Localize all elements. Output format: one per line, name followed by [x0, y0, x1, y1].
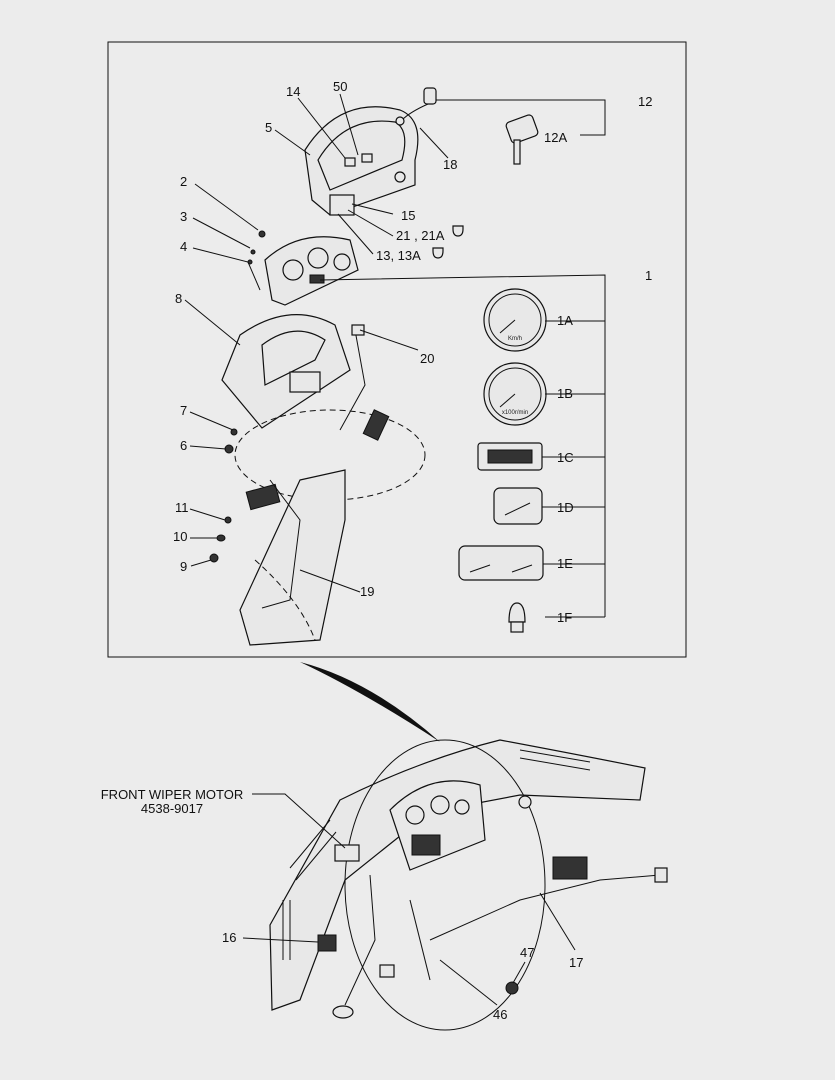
steering-column — [234, 324, 426, 646]
bulb-21a-icon — [452, 225, 464, 237]
ignition-switch — [395, 87, 437, 126]
gauge-bracket — [319, 274, 606, 618]
callout-3: 3 — [180, 209, 187, 224]
wiper-motor-label: FRONT WIPER MOTOR — [101, 787, 244, 802]
callout-19: 19 — [360, 584, 374, 599]
callout-13: 13, 13A — [376, 248, 421, 263]
speedometer-gauge: Km/h — [483, 288, 547, 352]
callout-18: 18 — [443, 157, 457, 172]
callout-50: 50 — [333, 79, 347, 94]
callout-7: 7 — [180, 403, 187, 418]
nut-icon — [224, 516, 232, 524]
hour-meter — [477, 442, 543, 471]
callout-16: 16 — [222, 930, 236, 945]
callout-5: 5 — [265, 120, 272, 135]
callout-14: 14 — [286, 84, 300, 99]
callout-12a: 12A — [544, 130, 567, 145]
callout-1d: 1D — [557, 500, 574, 515]
grommet-icon — [505, 981, 519, 995]
callout-1f: 1F — [557, 610, 572, 625]
cluster-bracket — [221, 314, 351, 429]
key-bracket — [436, 99, 606, 136]
callout-1: 1 — [645, 268, 652, 283]
tach-unit: x100r/min — [502, 410, 528, 416]
tachometer-gauge: x100r/min — [483, 362, 547, 426]
callout-12: 12 — [638, 94, 652, 109]
callout-20: 20 — [420, 351, 434, 366]
callout-10: 10 — [173, 529, 187, 544]
screw-icon — [224, 444, 234, 454]
callout-4: 4 — [180, 239, 187, 254]
callout-6: 6 — [180, 438, 187, 453]
callout-15: 15 — [401, 208, 415, 223]
wiper-motor-icon — [334, 844, 360, 862]
callout-8: 8 — [175, 291, 182, 306]
callout-1b: 1B — [557, 386, 573, 401]
lower-leader-lines — [242, 793, 576, 1006]
leader-lines — [184, 93, 449, 593]
bulb-icon — [508, 602, 526, 633]
callout-9: 9 — [180, 559, 187, 574]
key-icon — [505, 114, 539, 165]
callout-17: 17 — [569, 955, 583, 970]
temperature-gauge — [493, 487, 543, 525]
callout-46: 46 — [493, 1007, 507, 1022]
detail-arrow — [300, 662, 440, 742]
speed-unit: Km/h — [508, 336, 522, 342]
bolt-icon — [209, 553, 219, 563]
callout-1a: 1A — [557, 313, 573, 328]
callout-11: 11 — [175, 500, 189, 515]
instrument-cluster — [247, 230, 359, 306]
fuel-temp-gauge-pair — [458, 545, 544, 581]
instrument-hood — [304, 106, 419, 216]
callout-2: 2 — [180, 174, 187, 189]
callout-1c: 1C — [557, 450, 574, 465]
washer-icon — [230, 428, 238, 436]
dashboard-assembly — [269, 739, 668, 1031]
wiper-motor-part-no: 4538-9017 — [141, 801, 203, 816]
washer-icon — [216, 534, 226, 542]
callout-47: 47 — [520, 945, 534, 960]
callout-21: 21 , 21A — [396, 228, 445, 243]
callout-1e: 1E — [557, 556, 573, 571]
bulb-13a-icon — [432, 247, 444, 259]
